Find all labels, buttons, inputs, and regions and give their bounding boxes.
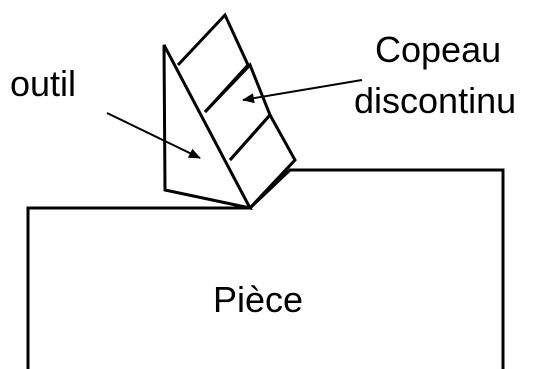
chip-segment-top xyxy=(176,12,250,114)
chip-label-line2: discontinu xyxy=(354,80,516,121)
chip-segment-middle xyxy=(203,62,272,161)
cutting-tool xyxy=(162,44,253,211)
workpiece-outline xyxy=(26,168,505,369)
tool-label-arrow xyxy=(106,112,201,159)
chip-segment-bottom xyxy=(228,112,297,210)
chip-label-line1: Copeau xyxy=(375,29,501,70)
tool-label: outil xyxy=(10,63,76,104)
chip-segments xyxy=(176,12,297,210)
chip-label-arrow xyxy=(242,79,363,104)
workpiece-label: Pièce xyxy=(213,279,303,320)
